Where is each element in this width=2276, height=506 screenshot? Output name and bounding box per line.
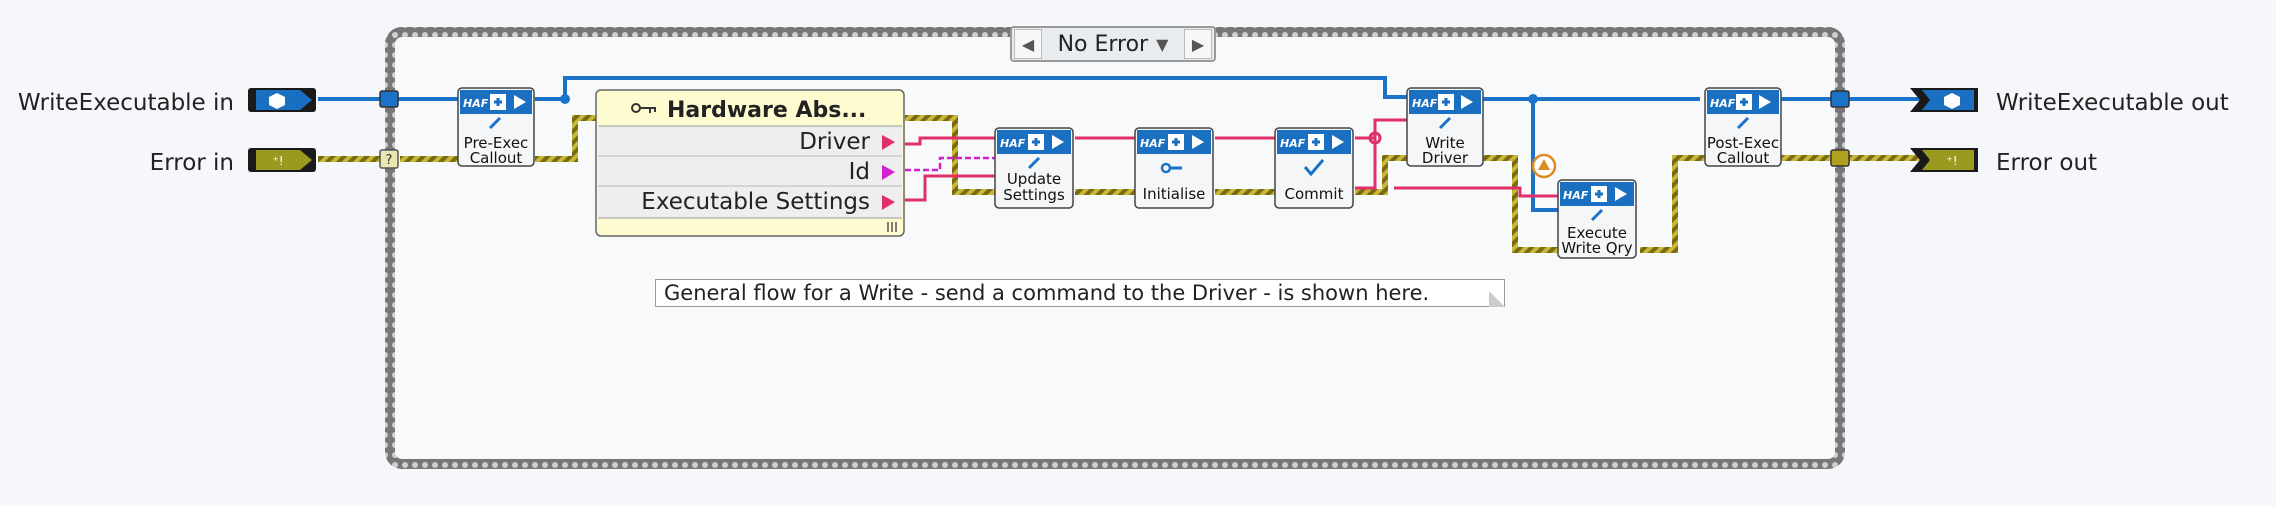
subvi-label: Initialise bbox=[1143, 185, 1206, 203]
initialise-subvi[interactable]: HAF Initialise bbox=[1134, 127, 1214, 209]
case-prev-button[interactable]: ◀ bbox=[1014, 29, 1042, 59]
cluster-element-id[interactable]: Id bbox=[849, 159, 870, 185]
write-executable-out-terminal[interactable] bbox=[1910, 88, 1978, 112]
settings-wire bbox=[905, 174, 995, 202]
question-icon: ? bbox=[386, 153, 393, 168]
error-tunnel-out bbox=[1830, 149, 1850, 167]
cube-icon bbox=[269, 93, 285, 109]
pencil-icon bbox=[1590, 208, 1604, 222]
write-executable-out-label: WriteExecutable out bbox=[1996, 90, 2229, 116]
subvi-label: Execute bbox=[1567, 224, 1627, 242]
case-value-dropdown[interactable]: No Error ▼ bbox=[1044, 32, 1182, 57]
class-wire-junction bbox=[560, 94, 570, 104]
case-value: No Error bbox=[1057, 31, 1149, 57]
case-selector[interactable]: ◀ No Error ▼ ▶ bbox=[1010, 26, 1216, 62]
error-out-terminal[interactable]: ⁺! bbox=[1910, 148, 1978, 172]
post-exec-callout-subvi[interactable]: HAF Post-Exec Callout bbox=[1704, 87, 1782, 167]
error-wire bbox=[318, 115, 1920, 253]
execute-write-qry-subvi[interactable]: HAF Execute Write Qry bbox=[1557, 179, 1637, 259]
chevron-down-icon: ▼ bbox=[1156, 34, 1169, 54]
commit-subvi[interactable]: HAF Commit bbox=[1274, 127, 1354, 209]
run-arrow-icon bbox=[1332, 135, 1344, 149]
id-wire bbox=[905, 156, 995, 172]
haf-badge: HAF bbox=[1000, 137, 1026, 150]
resize-grip-icon[interactable] bbox=[887, 222, 897, 232]
haf-badge: HAF bbox=[463, 97, 489, 110]
run-arrow-icon bbox=[1052, 135, 1064, 149]
haf-badge: HAF bbox=[1412, 97, 1438, 110]
subvi-label: Callout bbox=[1717, 149, 1770, 167]
class-wire-junction bbox=[1528, 94, 1538, 104]
case-next-button[interactable]: ▶ bbox=[1184, 29, 1212, 59]
error-selector-terminal[interactable] bbox=[379, 149, 399, 169]
checkmark-icon bbox=[1303, 159, 1325, 177]
hardware-abstraction-unbundle-node[interactable]: Hardware Abs... Driver Id Executable Set… bbox=[595, 89, 905, 237]
output-arrow-icon bbox=[882, 165, 895, 180]
pencil-icon bbox=[1438, 116, 1452, 130]
output-arrow-icon bbox=[882, 135, 895, 150]
wrench-icon bbox=[1160, 162, 1182, 174]
haf-badge: HAF bbox=[1140, 137, 1166, 150]
update-settings-subvi[interactable]: HAF Update Settings bbox=[994, 127, 1074, 209]
pre-exec-callout-subvi[interactable]: HAF Pre-Exec Callout bbox=[457, 87, 535, 167]
subvi-label: Callout bbox=[470, 149, 523, 167]
subvi-label: Post-Exec bbox=[1707, 134, 1779, 152]
output-arrow-icon bbox=[882, 195, 895, 210]
write-executable-in-terminal[interactable] bbox=[248, 88, 316, 112]
subvi-label: Write bbox=[1425, 134, 1465, 152]
subvi-label: Pre-Exec bbox=[464, 134, 529, 152]
subvi-label: Settings bbox=[1003, 186, 1065, 204]
pencil-icon bbox=[488, 116, 502, 130]
error-in-terminal[interactable]: ⁺! bbox=[248, 148, 316, 172]
subvi-label: Commit bbox=[1285, 185, 1344, 203]
key-icon bbox=[631, 103, 656, 113]
run-arrow-icon bbox=[514, 95, 526, 109]
driver-wire-junction bbox=[1368, 131, 1382, 145]
fold-corner-icon bbox=[1489, 291, 1505, 307]
haf-badge: HAF bbox=[1280, 137, 1306, 150]
error-out-label: Error out bbox=[1996, 150, 2097, 176]
cluster-element-executable-settings[interactable]: Executable Settings bbox=[641, 189, 870, 215]
error-in-label: Error in bbox=[150, 150, 234, 176]
coercion-warning-icon bbox=[1531, 153, 1557, 179]
run-arrow-icon bbox=[1759, 95, 1771, 109]
cluster-title: Hardware Abs... bbox=[667, 98, 866, 123]
comment-text: General flow for a Write - send a comman… bbox=[664, 281, 1430, 305]
free-label-comment[interactable]: General flow for a Write - send a comman… bbox=[655, 279, 1505, 307]
haf-badge: HAF bbox=[1710, 97, 1736, 110]
error-cluster-icon: ⁺! bbox=[1946, 154, 1957, 168]
error-cluster-icon: ⁺! bbox=[272, 154, 283, 168]
class-tunnel-out bbox=[1830, 90, 1850, 108]
cluster-element-driver[interactable]: Driver bbox=[799, 129, 870, 155]
subvi-label: Update bbox=[1007, 170, 1061, 188]
pencil-icon bbox=[1736, 116, 1750, 130]
write-executable-in-label: WriteExecutable in bbox=[18, 90, 234, 116]
write-driver-subvi[interactable]: HAF Write Driver bbox=[1406, 87, 1484, 167]
driver-wire bbox=[905, 118, 1560, 198]
run-arrow-icon bbox=[1615, 187, 1627, 201]
pencil-icon bbox=[1027, 156, 1041, 170]
haf-badge: HAF bbox=[1563, 189, 1589, 202]
run-arrow-icon bbox=[1461, 95, 1473, 109]
subvi-label: Write Qry bbox=[1561, 239, 1632, 257]
class-tunnel-in bbox=[379, 90, 399, 108]
run-arrow-icon bbox=[1192, 135, 1204, 149]
cube-icon bbox=[1944, 93, 1960, 109]
subvi-label: Driver bbox=[1422, 149, 1469, 167]
